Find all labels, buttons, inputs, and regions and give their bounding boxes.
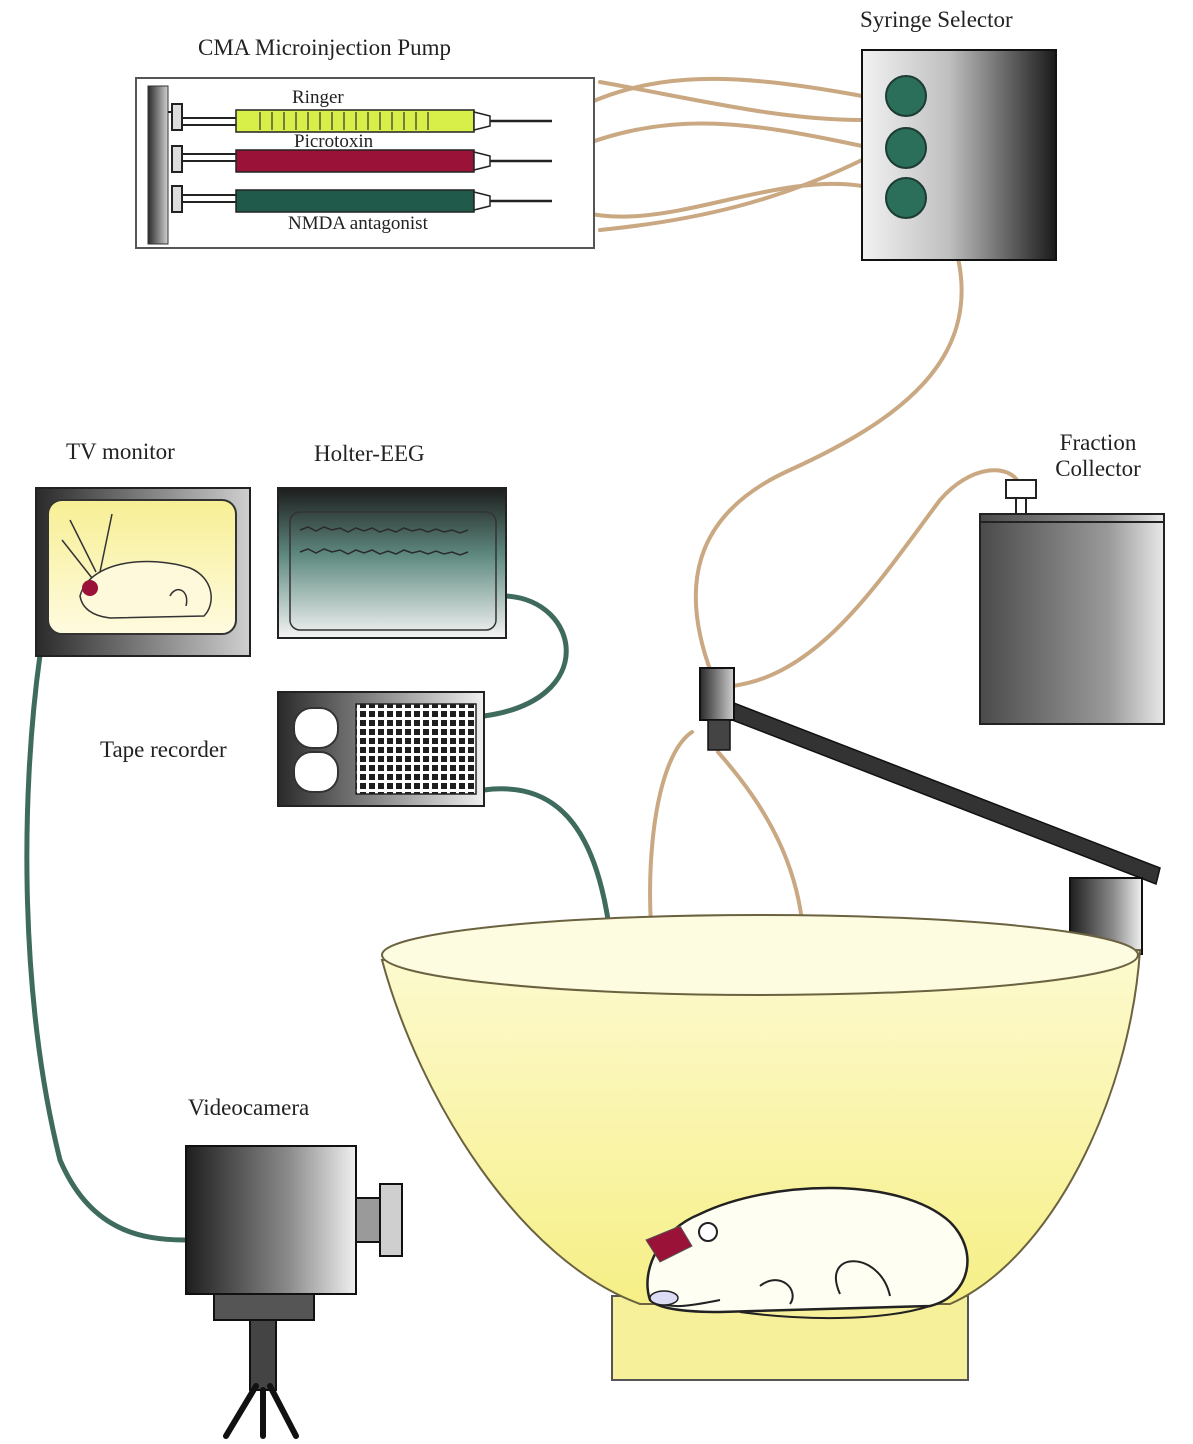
picrotoxin-syringe [235,149,475,173]
fraction-label: Fraction Collector [1055,430,1141,482]
selector-label: Syringe Selector [860,7,1013,32]
nmda-label: NMDA antagonist [288,213,428,234]
syringe-selector [861,49,1057,261]
camera-label: Videocamera [188,1095,310,1120]
implant-marker [645,1225,693,1263]
tv-rat-icon [61,513,212,619]
ringer-label: Ringer [292,87,344,108]
tv-label: TV monitor [66,439,175,464]
swivel-arm [699,667,1161,955]
observation-bowl [380,914,1142,1381]
pump-label: CMA Microinjection Pump [198,35,451,60]
selector-knob-3 [885,177,927,219]
tape-label: Tape recorder [100,737,227,762]
fraction-collector [979,479,1165,725]
holter-eeg [277,487,507,639]
tv-monitor [35,487,251,657]
picrotoxin-label: Picrotoxin [294,131,374,152]
rat-icon [645,1186,969,1320]
tape-recorder [277,691,485,807]
selector-knob-2 [885,127,927,169]
videocamera [185,1145,403,1439]
selector-knob-1 [885,75,927,117]
microinjection-pump [135,77,595,249]
nmda-syringe [235,189,475,213]
eeg-label: Holter-EEG [314,441,425,466]
